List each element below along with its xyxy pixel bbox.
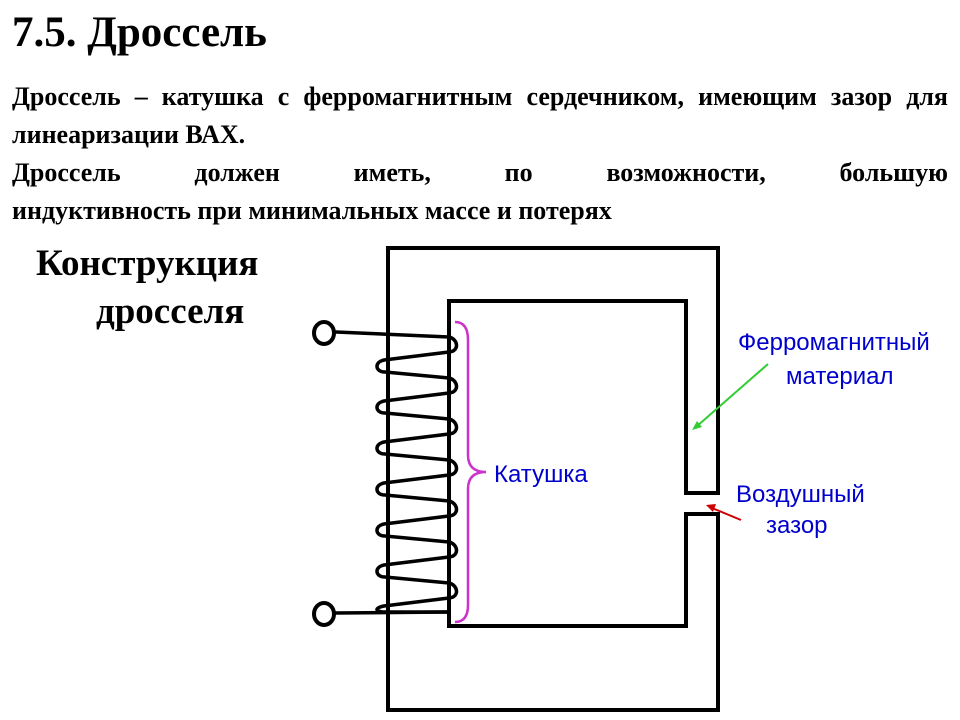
- subtitle-line-1: Конструкция: [36, 243, 259, 284]
- coil-top-lead: [334, 330, 451, 339]
- definition-paragraph: Дроссель – катушка с ферромагнитным серд…: [12, 82, 948, 149]
- requirement-paragraph: Дроссель должен иметь, по возможности, б…: [12, 158, 948, 187]
- construction-subtitle: Конструкция дросселя: [36, 240, 258, 336]
- gap-pointer-arrow: [711, 507, 742, 521]
- core-label-line-1: Ферромагнитный: [738, 329, 930, 356]
- core-label-line-2: материал: [786, 363, 894, 390]
- coil-brace: [454, 320, 487, 624]
- coil-turn: [375, 458, 459, 503]
- gap-label-line-1: Воздушный: [736, 481, 865, 508]
- coil-bottom-lead: [334, 610, 451, 615]
- coil-turn: [375, 417, 459, 462]
- requirement-paragraph-continued: индуктивность при минимальных массе и по…: [12, 196, 612, 225]
- subtitle-line-2: дросселя: [96, 291, 245, 332]
- definition-text: Дроссель – катушка с ферромагнитным серд…: [12, 78, 948, 230]
- gap-pointer-arrowhead: [706, 504, 716, 512]
- coil-winding: [334, 330, 459, 615]
- gap-label-line-2: зазор: [766, 512, 828, 539]
- coil-turn: [375, 499, 459, 544]
- terminal-top: [312, 320, 336, 346]
- coil-label: Катушка: [494, 461, 588, 488]
- terminal-bottom: [312, 601, 336, 627]
- ferromagnetic-core: [386, 246, 720, 712]
- coil-turn: [375, 376, 459, 421]
- core-pointer-arrow: [695, 363, 769, 428]
- slide-title: 7.5. Дроссель: [12, 9, 267, 56]
- core-pointer-arrowhead: [692, 421, 702, 430]
- coil-turn: [375, 540, 459, 585]
- coil-turn: [375, 335, 459, 380]
